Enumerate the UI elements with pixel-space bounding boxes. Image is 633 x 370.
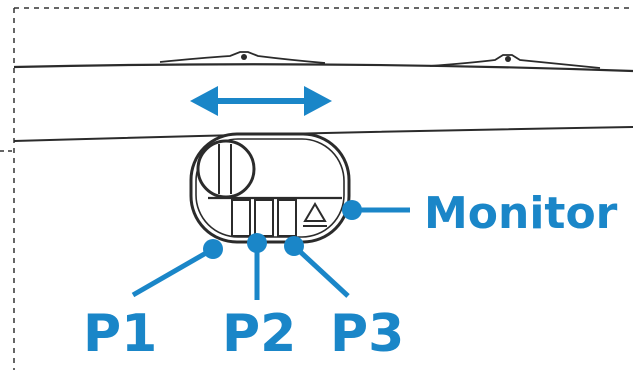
triangle-warning-icon [303,202,327,227]
bump-left [241,54,247,60]
monitor-label: Monitor [424,188,618,239]
move-arrow-icon [190,86,332,116]
p2-label: P2 [222,304,296,364]
callout-p1 [131,239,223,298]
slider-knob [196,139,256,199]
callout-p2 [247,233,267,300]
slider-device [189,132,351,244]
callout-monitor [342,200,410,220]
callout-p3 [284,236,350,298]
product-lower-edge [13,126,633,142]
dashed-frame [0,7,633,370]
p1-label: P1 [83,304,157,364]
product-top-edge [13,51,633,73]
bump-right [505,56,511,62]
p3-label: P3 [330,304,404,364]
